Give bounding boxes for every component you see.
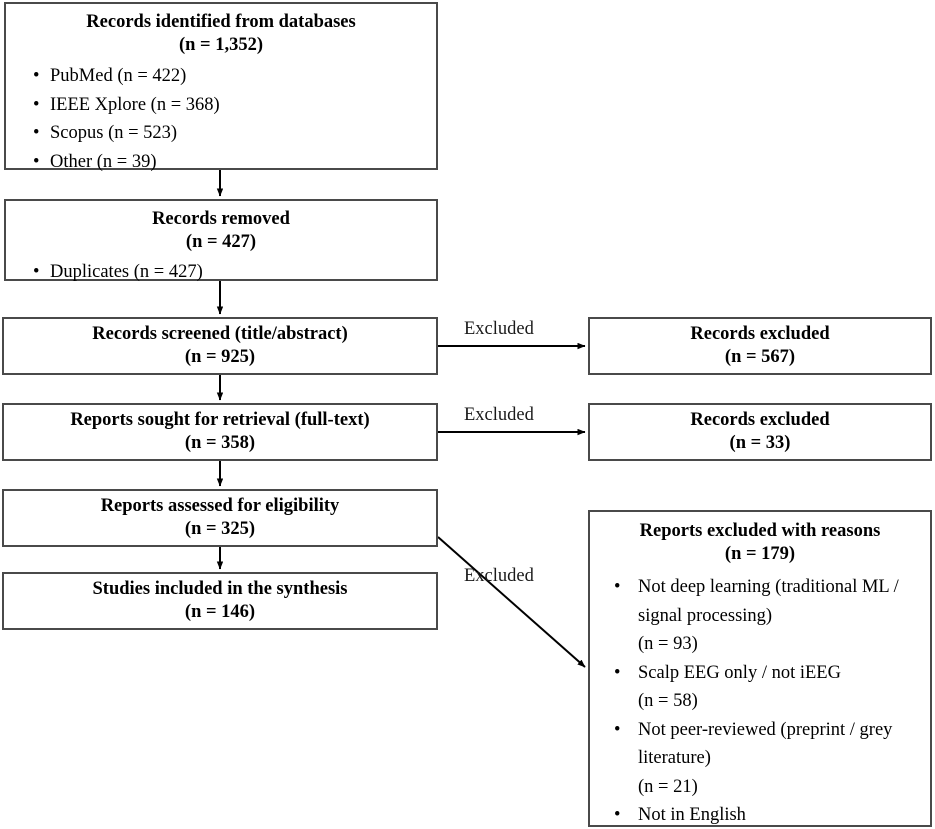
box-records-excluded-sought: Records excluded (n = 33)	[588, 403, 932, 461]
bullet-list: Not deep learning (traditional ML / sign…	[590, 573, 930, 829]
box-title: Reports excluded with reasons	[639, 521, 881, 541]
list-item: Scopus (n = 523)	[6, 119, 436, 148]
list-item: Not peer-reviewed (preprint / grey liter…	[590, 716, 930, 802]
list-item-reason: Not deep learning (traditional ML / sign…	[638, 577, 899, 626]
box-count: (n = 358)	[184, 433, 256, 453]
list-item-reason: Scalp EEG only / not iEEG	[638, 662, 841, 683]
box-title: Records excluded	[690, 324, 830, 344]
box-count: (n = 33)	[729, 433, 791, 453]
list-item: IEEE Xplore (n = 368)	[6, 91, 436, 120]
box-count: (n = 427)	[185, 232, 257, 252]
box-count: (n = 1,352)	[178, 35, 264, 55]
box-title: Records excluded	[690, 410, 830, 430]
box-title: Records removed	[152, 209, 290, 229]
list-item-count: (n = 93)	[638, 634, 698, 654]
box-records-screened: Records screened (title/abstract) (n = 9…	[2, 317, 438, 375]
edge-label-excluded-reasons: Excluded	[464, 566, 534, 586]
list-item-reason: Not in English	[638, 805, 746, 825]
bullet-list: Duplicates (n = 427)	[6, 258, 436, 287]
box-count: (n = 925)	[184, 347, 256, 367]
list-item-reason: Not peer-reviewed (preprint / grey liter…	[638, 719, 893, 769]
list-item: Duplicates (n = 427)	[6, 258, 436, 287]
box-title: Records identified from databases	[86, 12, 356, 32]
box-reports-excluded-with-reasons: Reports excluded with reasons (n = 179) …	[588, 510, 932, 829]
box-count: (n = 325)	[184, 519, 256, 539]
list-item: Other (n = 39)	[6, 148, 436, 177]
box-records-identified: Records identified from databases (n = 1…	[4, 2, 438, 176]
arrow-assessed-to-excluded-reasons	[437, 536, 586, 668]
bullet-list: PubMed (n = 422) IEEE Xplore (n = 368) S…	[6, 62, 436, 176]
list-item: Scalp EEG only / not iEEG (n = 58)	[590, 659, 930, 716]
box-count: (n = 179)	[724, 544, 796, 564]
list-item-count: (n = 21)	[638, 776, 698, 797]
box-studies-included: Studies included in the synthesis (n = 1…	[2, 572, 438, 630]
box-title: Reports assessed for eligibility	[100, 496, 340, 516]
box-title: Studies included in the synthesis	[92, 579, 348, 599]
edge-label-excluded-sought: Excluded	[464, 405, 534, 425]
list-item: Not in English (n = 7)	[590, 801, 930, 829]
box-count: (n = 146)	[184, 602, 256, 622]
edge-label-excluded-screened: Excluded	[464, 319, 534, 339]
box-reports-sought: Reports sought for retrieval (full-text)…	[2, 403, 438, 461]
list-item: Not deep learning (traditional ML / sign…	[590, 573, 930, 659]
box-title: Records screened (title/abstract)	[92, 324, 348, 344]
list-item: PubMed (n = 422)	[6, 62, 436, 91]
box-title: Reports sought for retrieval (full-text)	[70, 410, 370, 430]
box-reports-assessed: Reports assessed for eligibility (n = 32…	[2, 489, 438, 547]
box-records-excluded-screened: Records excluded (n = 567)	[588, 317, 932, 375]
box-count: (n = 567)	[724, 347, 796, 367]
list-item-count: (n = 58)	[638, 691, 698, 711]
box-records-removed: Records removed (n = 427) Duplicates (n …	[4, 199, 438, 286]
